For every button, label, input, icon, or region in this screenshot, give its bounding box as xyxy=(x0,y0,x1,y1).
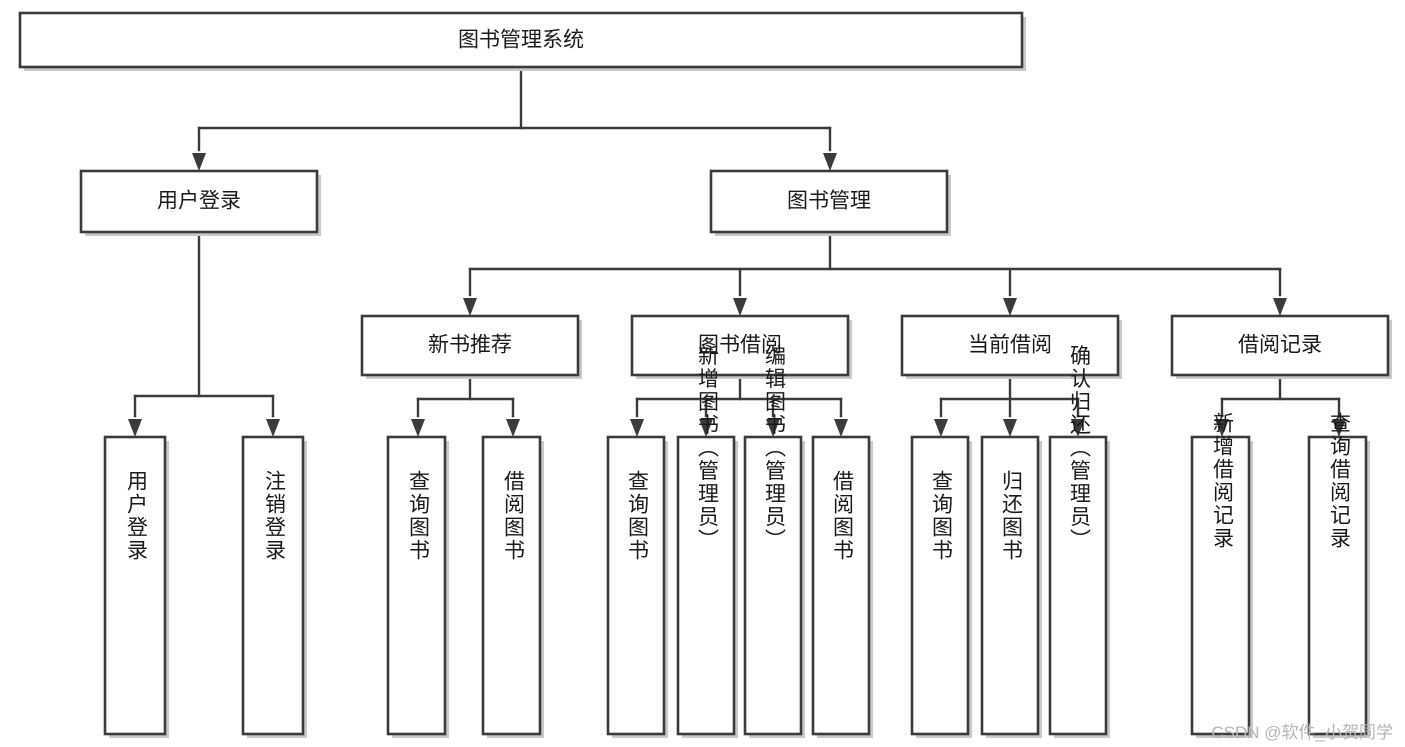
leaf-user-login-logout-label: 注销登录 xyxy=(263,470,287,562)
leaf-current-borrow-confirm-label: 确认归还（管理员） xyxy=(1068,345,1092,552)
node-user-login-label: 用户登录 xyxy=(157,190,241,213)
arrowhead-bb-leaf1 xyxy=(630,419,644,437)
leaf-book-borrow-edit-label: 编辑图书（管理员） xyxy=(763,345,787,552)
node-book-borrow[interactable]: 图书借阅 xyxy=(630,314,852,379)
leaf-book-borrow-add-label: 新增图书（管理员） xyxy=(696,345,720,552)
node-current-borrow[interactable]: 当前借阅 xyxy=(900,314,1122,379)
leaf-current-borrow-query[interactable]: 查询图书 xyxy=(910,435,972,738)
arrowhead-cb-leaf2 xyxy=(1003,419,1017,437)
arrowhead-new-book xyxy=(463,298,477,316)
leaf-current-borrow-return[interactable]: 归还图书 xyxy=(980,435,1042,738)
node-new-book-recommend-label: 新书推荐 xyxy=(428,334,512,357)
arrowhead-book-borrow xyxy=(733,298,747,316)
arrowhead-nb-leaf2 xyxy=(506,419,520,437)
leaf-borrow-record-query-label: 查询借阅记录 xyxy=(1328,412,1352,550)
leaf-new-book-query-label: 查询图书 xyxy=(407,470,431,562)
leaf-new-book-borrow[interactable]: 借阅图书 xyxy=(481,435,544,738)
leaf-new-book-query[interactable]: 查询图书 xyxy=(386,435,449,738)
arrowhead-nb-leaf1 xyxy=(411,419,425,437)
arrowhead-bb-leaf4 xyxy=(834,419,848,437)
leaf-user-login-login-label: 用户登录 xyxy=(125,470,149,562)
leaf-book-borrow-borrow[interactable]: 借阅图书 xyxy=(811,435,873,738)
node-book-management-label: 图书管理 xyxy=(787,190,871,213)
arrowhead-cb-leaf1 xyxy=(934,419,948,437)
leaf-current-borrow-return-label: 归还图书 xyxy=(1000,470,1024,562)
leaf-book-borrow-query-label: 查询图书 xyxy=(626,470,650,562)
leaf-user-login-logout[interactable]: 注销登录 xyxy=(241,435,307,738)
node-borrow-record-label: 借阅记录 xyxy=(1238,334,1322,357)
node-book-borrow-label: 图书借阅 xyxy=(698,334,782,357)
arrowhead-book-manage xyxy=(823,153,837,171)
leaf-book-borrow-add[interactable]: 新增图书（管理员） xyxy=(676,345,738,739)
node-root-system[interactable]: 图书管理系统 xyxy=(18,11,1026,71)
leaf-book-borrow-query[interactable]: 查询图书 xyxy=(606,435,668,738)
leaf-borrow-record-add-label: 新增借阅记录 xyxy=(1211,412,1235,550)
leaf-new-book-borrow-label: 借阅图书 xyxy=(502,470,526,562)
node-user-login[interactable]: 用户登录 xyxy=(79,169,321,236)
node-borrow-record[interactable]: 借阅记录 xyxy=(1170,314,1392,379)
node-current-borrow-label: 当前借阅 xyxy=(968,334,1052,357)
connectors xyxy=(128,65,1346,437)
leaf-borrow-record-query[interactable]: 查询借阅记录 xyxy=(1307,412,1370,738)
arrowhead-current-borrow xyxy=(1003,298,1017,316)
csdn-watermark: CSDN @软件_小贺同学 xyxy=(1211,723,1393,742)
leaf-current-borrow-confirm[interactable]: 确认归还（管理员） xyxy=(1048,345,1110,739)
arrowhead-leaf-logout xyxy=(266,419,280,437)
arrowhead-user-login xyxy=(192,153,206,171)
leaf-book-borrow-edit[interactable]: 编辑图书（管理员） xyxy=(743,345,805,739)
node-root-label: 图书管理系统 xyxy=(458,29,584,52)
node-book-management[interactable]: 图书管理 xyxy=(709,169,951,236)
node-new-book-recommend[interactable]: 新书推荐 xyxy=(360,314,582,379)
leaf-borrow-record-add[interactable]: 新增借阅记录 xyxy=(1190,412,1253,738)
leaf-user-login-login[interactable]: 用户登录 xyxy=(103,435,169,738)
leaf-book-borrow-borrow-label: 借阅图书 xyxy=(831,470,855,562)
arrowhead-borrow-record xyxy=(1273,298,1287,316)
leaf-current-borrow-query-label: 查询图书 xyxy=(930,470,954,562)
arrowhead-leaf-user-login xyxy=(128,419,142,437)
